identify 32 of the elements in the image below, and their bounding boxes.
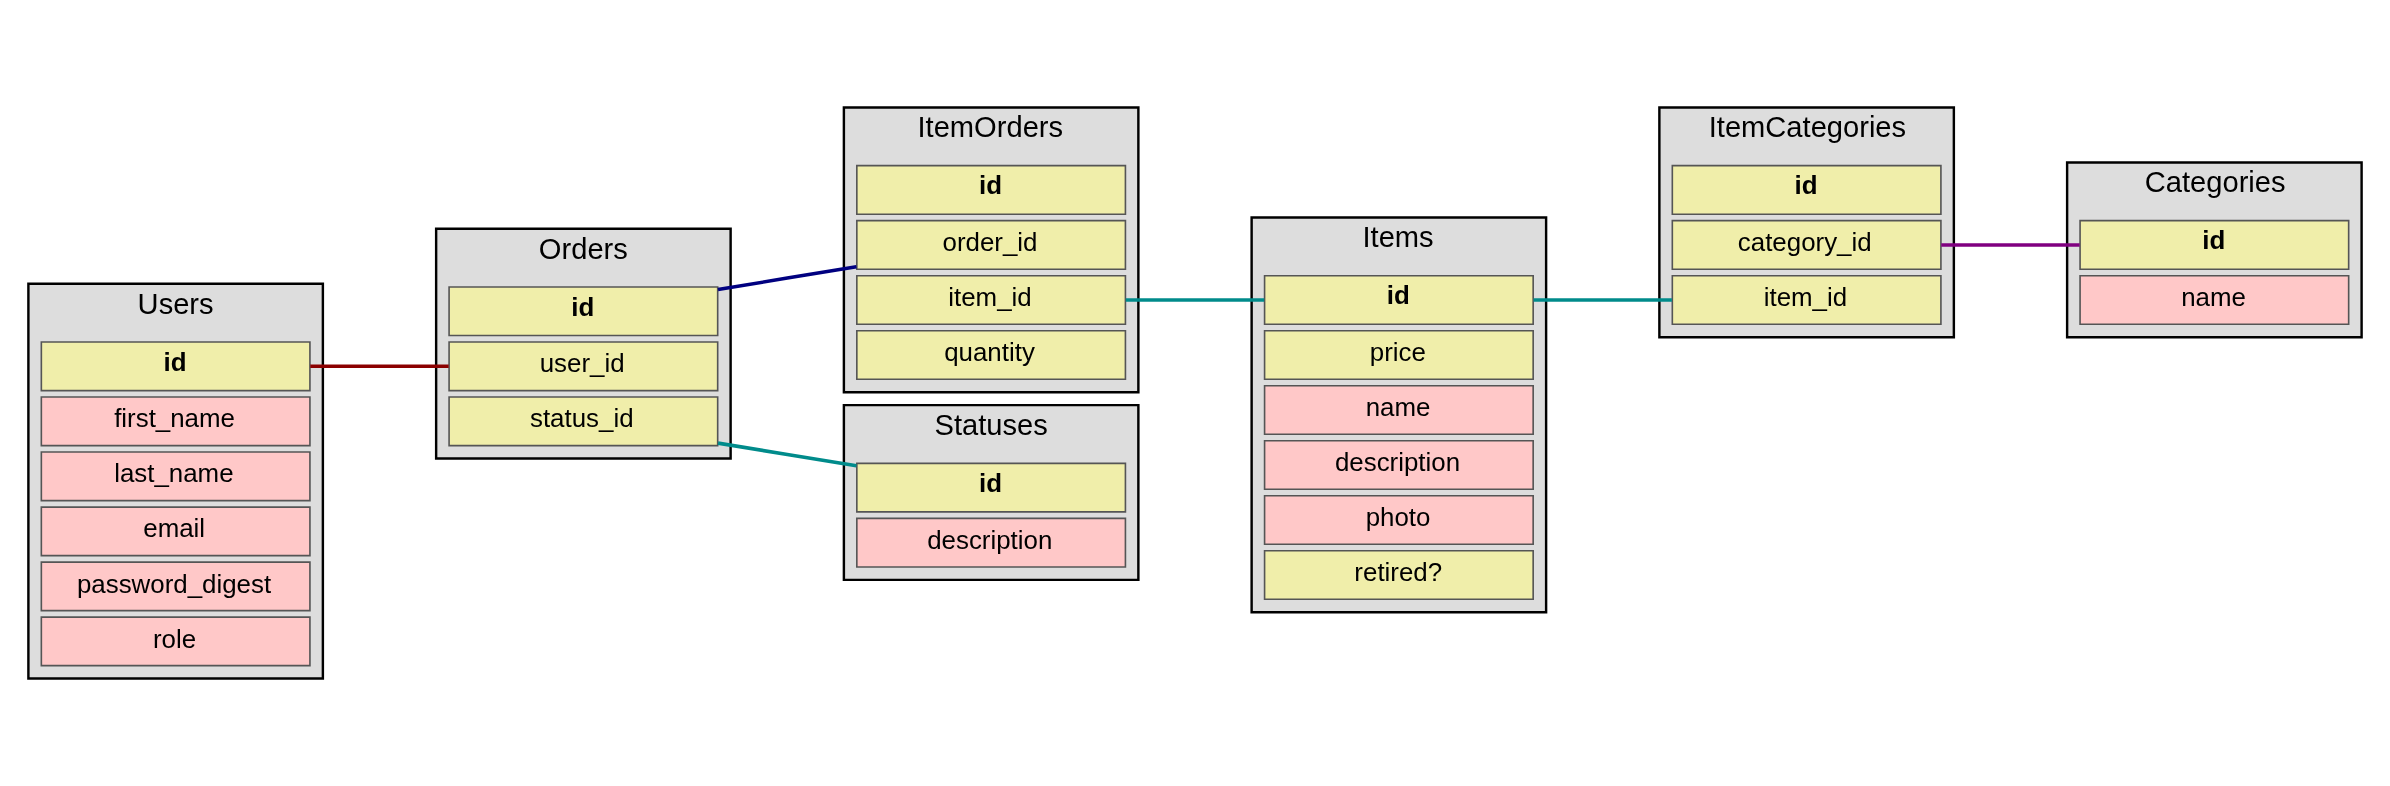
node-box: user_id xyxy=(448,341,719,392)
node-box: name xyxy=(1263,384,1534,436)
node-box: retired? xyxy=(1263,549,1534,601)
connector xyxy=(717,265,857,292)
node-box: id xyxy=(1263,274,1534,326)
node-box: id xyxy=(1671,164,1942,215)
node-box: id xyxy=(856,164,1127,215)
node-box: description xyxy=(856,517,1127,568)
node-box: item_id xyxy=(1671,274,1942,326)
node-box: description xyxy=(1263,439,1534,491)
node-box: item_id xyxy=(856,274,1127,326)
connector xyxy=(1941,243,2080,247)
node-box: order_id xyxy=(856,219,1127,271)
connector xyxy=(1125,298,1265,302)
node-box: photo xyxy=(1263,494,1534,546)
node-box: role xyxy=(40,616,311,667)
node-box: price xyxy=(1263,329,1534,381)
node-box: last_name xyxy=(40,451,311,502)
node-box: id xyxy=(448,286,719,337)
node-box: first_name xyxy=(40,396,311,447)
node-box: status_id xyxy=(448,396,719,447)
node-box: id xyxy=(856,462,1127,513)
node-box: id xyxy=(40,341,311,392)
node-box: password_digest xyxy=(40,561,311,612)
connector xyxy=(310,364,449,369)
connector xyxy=(717,441,857,468)
connector xyxy=(1533,298,1672,302)
node-box: id xyxy=(2079,219,2350,271)
node-box: quantity xyxy=(856,329,1127,381)
node-box: name xyxy=(2079,274,2350,326)
node-box: category_id xyxy=(1671,219,1942,271)
node-box: email xyxy=(40,506,311,557)
